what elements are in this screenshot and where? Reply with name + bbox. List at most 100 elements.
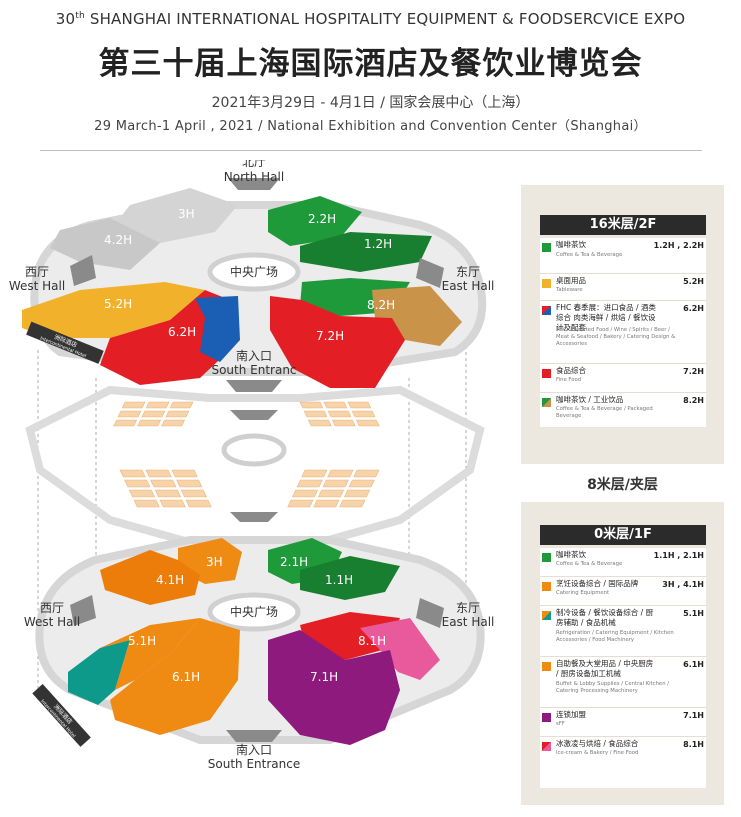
legend-item-cn: 冰激凌与烘焙 / 食品综合 [556, 739, 639, 748]
central-plaza-label-upper: 中央广场 [230, 264, 278, 279]
hall-6-2h-red[interactable] [100, 290, 235, 385]
hall-2-2h[interactable] [268, 196, 362, 246]
legend-item-halls: 3H , 4.1H [662, 580, 704, 589]
north-hall-label-cn: 北厅 [242, 160, 266, 169]
legend-item-1f: 咖啡茶饮 Coffee & Tea & Beverage 1.1H , 2.1H [540, 548, 706, 575]
legend-item-cn: 制冷设备 / 餐饮设备综合 / 厨房辅助 / 食品机械 [556, 608, 654, 627]
legend-item-2f: 桌面用品 Tableware 5.2H [540, 273, 706, 300]
west-hall-label-en-upper: West Hall [9, 279, 65, 293]
legend-item-2f: 咖啡茶饮 Coffee & Tea & Beverage 1.2H , 2.2H [540, 238, 706, 272]
legend-item-cn: 连锁加盟 [556, 710, 586, 719]
legend-item-cn: 咖啡茶饮 [556, 240, 586, 249]
hall-4-2h[interactable] [50, 218, 160, 270]
legend-item-en: Coffee & Tea & Beverage [556, 561, 623, 567]
upper-central-plaza[interactable] [207, 252, 301, 292]
legend-item-halls: 1.1H , 2.1H [653, 551, 704, 560]
hall-label-6-1h: 6.1H [172, 670, 200, 684]
expo-date-cn: 2021年3月29日 - 4月1日 / 国家会展中心（上海） [211, 95, 530, 111]
header-divider [40, 150, 702, 151]
central-plaza-label-lower: 中央广场 [230, 604, 278, 619]
legend-item-1f: 冰激凌与烘焙 / 食品综合 Ice-cream & Bakery / Fine … [540, 736, 706, 767]
legend-item-cn: 咖啡茶饮 / 工业饮品 [556, 395, 624, 404]
swatch-icon [542, 713, 551, 722]
mezzanine-walkway [25, 385, 485, 552]
hall-label-4-1h: 4.1H [156, 573, 184, 587]
hall-5-2h[interactable] [22, 282, 205, 338]
mezzanine-plaza [221, 433, 287, 467]
hall-label-8-1h: 8.1H [358, 634, 386, 648]
hall-label-2-2h: 2.2H [308, 212, 336, 226]
legend-item-halls: 6.1H [683, 660, 704, 669]
legend-item-en: Catering Equipment [556, 590, 610, 596]
swatch-icon [542, 369, 551, 378]
legend-panel: 16米层/2F 咖啡茶饮 Coffee & Tea & Beverage 1.2… [521, 185, 724, 805]
hall-label-5-1h: 5.1H [128, 634, 156, 648]
south-entrance-label-en-upper: South Entranc [211, 363, 296, 377]
lower-central-plaza[interactable] [207, 592, 301, 632]
hall-label-7-1h: 7.1H [310, 670, 338, 684]
legend-item-en: sFF [556, 721, 565, 727]
legend-item-halls: 7.1H [683, 711, 704, 720]
hall-3h-upper[interactable] [112, 188, 238, 243]
hall-5-1h-teal[interactable] [68, 640, 130, 705]
hall-8-1h-pink[interactable] [360, 618, 440, 680]
hall-4-1h[interactable] [100, 550, 200, 605]
swatch-icon [542, 582, 551, 591]
legend-item-halls: 8.1H [683, 740, 704, 749]
expo-title-cn: 第三十届上海国际酒店及餐饮业博览会 [98, 46, 643, 82]
legend-item-halls: 1.2H , 2.2H [653, 241, 704, 250]
floor-header-2f: 16米层/2F [540, 215, 706, 235]
hall-1-2h[interactable] [300, 232, 432, 272]
legend-card-1f: 咖啡茶饮 Coffee & Tea & Beverage 1.1H , 2.1H… [540, 548, 706, 788]
expo-date-en: 29 March-1 April , 2021 / National Exhib… [94, 119, 647, 134]
expo-title-en: 30th SHANGHAI INTERNATIONAL HOSPITALITY … [55, 10, 686, 28]
lower-level: 洲际酒店 Intercontinental Hotel 3H 4.1H 2.1H… [24, 536, 495, 771]
hall-label-1-1h: 1.1H [325, 573, 353, 587]
south-arrow-upper [226, 380, 282, 392]
legend-item-1f: 自助餐及大堂用品 / 中央厨房 / 厨房设备加工机械 Buffet & Lobb… [540, 656, 706, 707]
east-hall-label-en-upper: East Hall [442, 279, 495, 293]
east-hall-label-cn-upper: 东厅 [456, 265, 480, 279]
legend-item-en: Tableware [556, 287, 583, 293]
legend-item-en: Coffee & Tea & Beverage [556, 252, 623, 258]
legend-card-2f: 咖啡茶饮 Coffee & Tea & Beverage 1.2H , 2.2H… [540, 238, 706, 427]
legend-item-cn: 自助餐及大堂用品 / 中央厨房 / 厨房设备加工机械 [556, 659, 654, 678]
legend-item-1f: 制冷设备 / 餐饮设备综合 / 厨房辅助 / 食品机械 Refrigeratio… [540, 605, 706, 656]
hall-label-8-2h: 8.2H [367, 298, 395, 312]
legend-item-en: FHC: Imported Food / Wine / Spirits / Be… [556, 327, 676, 347]
south-entrance-label-cn-lower: 南入口 [236, 742, 272, 757]
floor-header-1f: 0米层/1F [540, 525, 706, 545]
hall-label-6-2h: 6.2H [168, 325, 196, 339]
hall-5-1h[interactable] [100, 618, 200, 690]
legend-item-halls: 7.2H [683, 367, 704, 376]
legend-item-2f: 咖啡茶饮 / 工业饮品 Coffee & Tea & Beverage / Pa… [540, 392, 706, 428]
upper-level: 洲际酒店 Intercontinental Hotel 3H 4.2H 2.2H… [9, 160, 495, 392]
legend-item-en: Coffee & Tea & Beverage / Packaged Bever… [556, 406, 653, 419]
hall-6-1h[interactable] [110, 618, 240, 735]
hall-7-2h[interactable] [270, 296, 405, 388]
hall-7-1h[interactable] [268, 630, 400, 745]
north-hall-label-en: North Hall [224, 170, 284, 184]
legend-item-en: Refrigeration / Catering Equipment / Kit… [556, 630, 674, 643]
hall-label-7-2h: 7.2H [316, 329, 344, 343]
swatch-icon [542, 243, 551, 252]
east-arrow-upper [416, 258, 444, 288]
east-hall-label-cn-lower: 东厅 [456, 601, 480, 615]
legend-item-en: Buffet & Lobby Supplies / Central Kitche… [556, 681, 670, 694]
east-hall-label-en-lower: East Hall [442, 615, 495, 629]
hall-1-1h[interactable] [300, 556, 400, 600]
east-arrow-lower [416, 598, 444, 628]
hall-6-2h-blue[interactable] [195, 296, 240, 362]
swatch-icon [542, 279, 551, 288]
legend-item-halls: 5.2H [683, 277, 704, 286]
swatch-icon [542, 398, 551, 407]
mezzanine-card [521, 464, 724, 502]
legend-item-1f: 烹饪设备综合 / 国际品牌 Catering Equipment 3H , 4.… [540, 576, 706, 605]
south-entrance-label-en-lower: South Entrance [208, 757, 300, 771]
hall-label-3h-upper: 3H [178, 207, 195, 221]
mezzanine-level [25, 385, 485, 552]
north-arrow-upper [228, 178, 280, 190]
hall-label-2-1h: 2.1H [280, 555, 308, 569]
south-arrow-lower [226, 730, 282, 742]
legend-item-2f: FHC 春季展：进口食品 / 酒类综合 肉类海鲜 / 烘焙 / 餐饮设计及配套 … [540, 300, 706, 363]
